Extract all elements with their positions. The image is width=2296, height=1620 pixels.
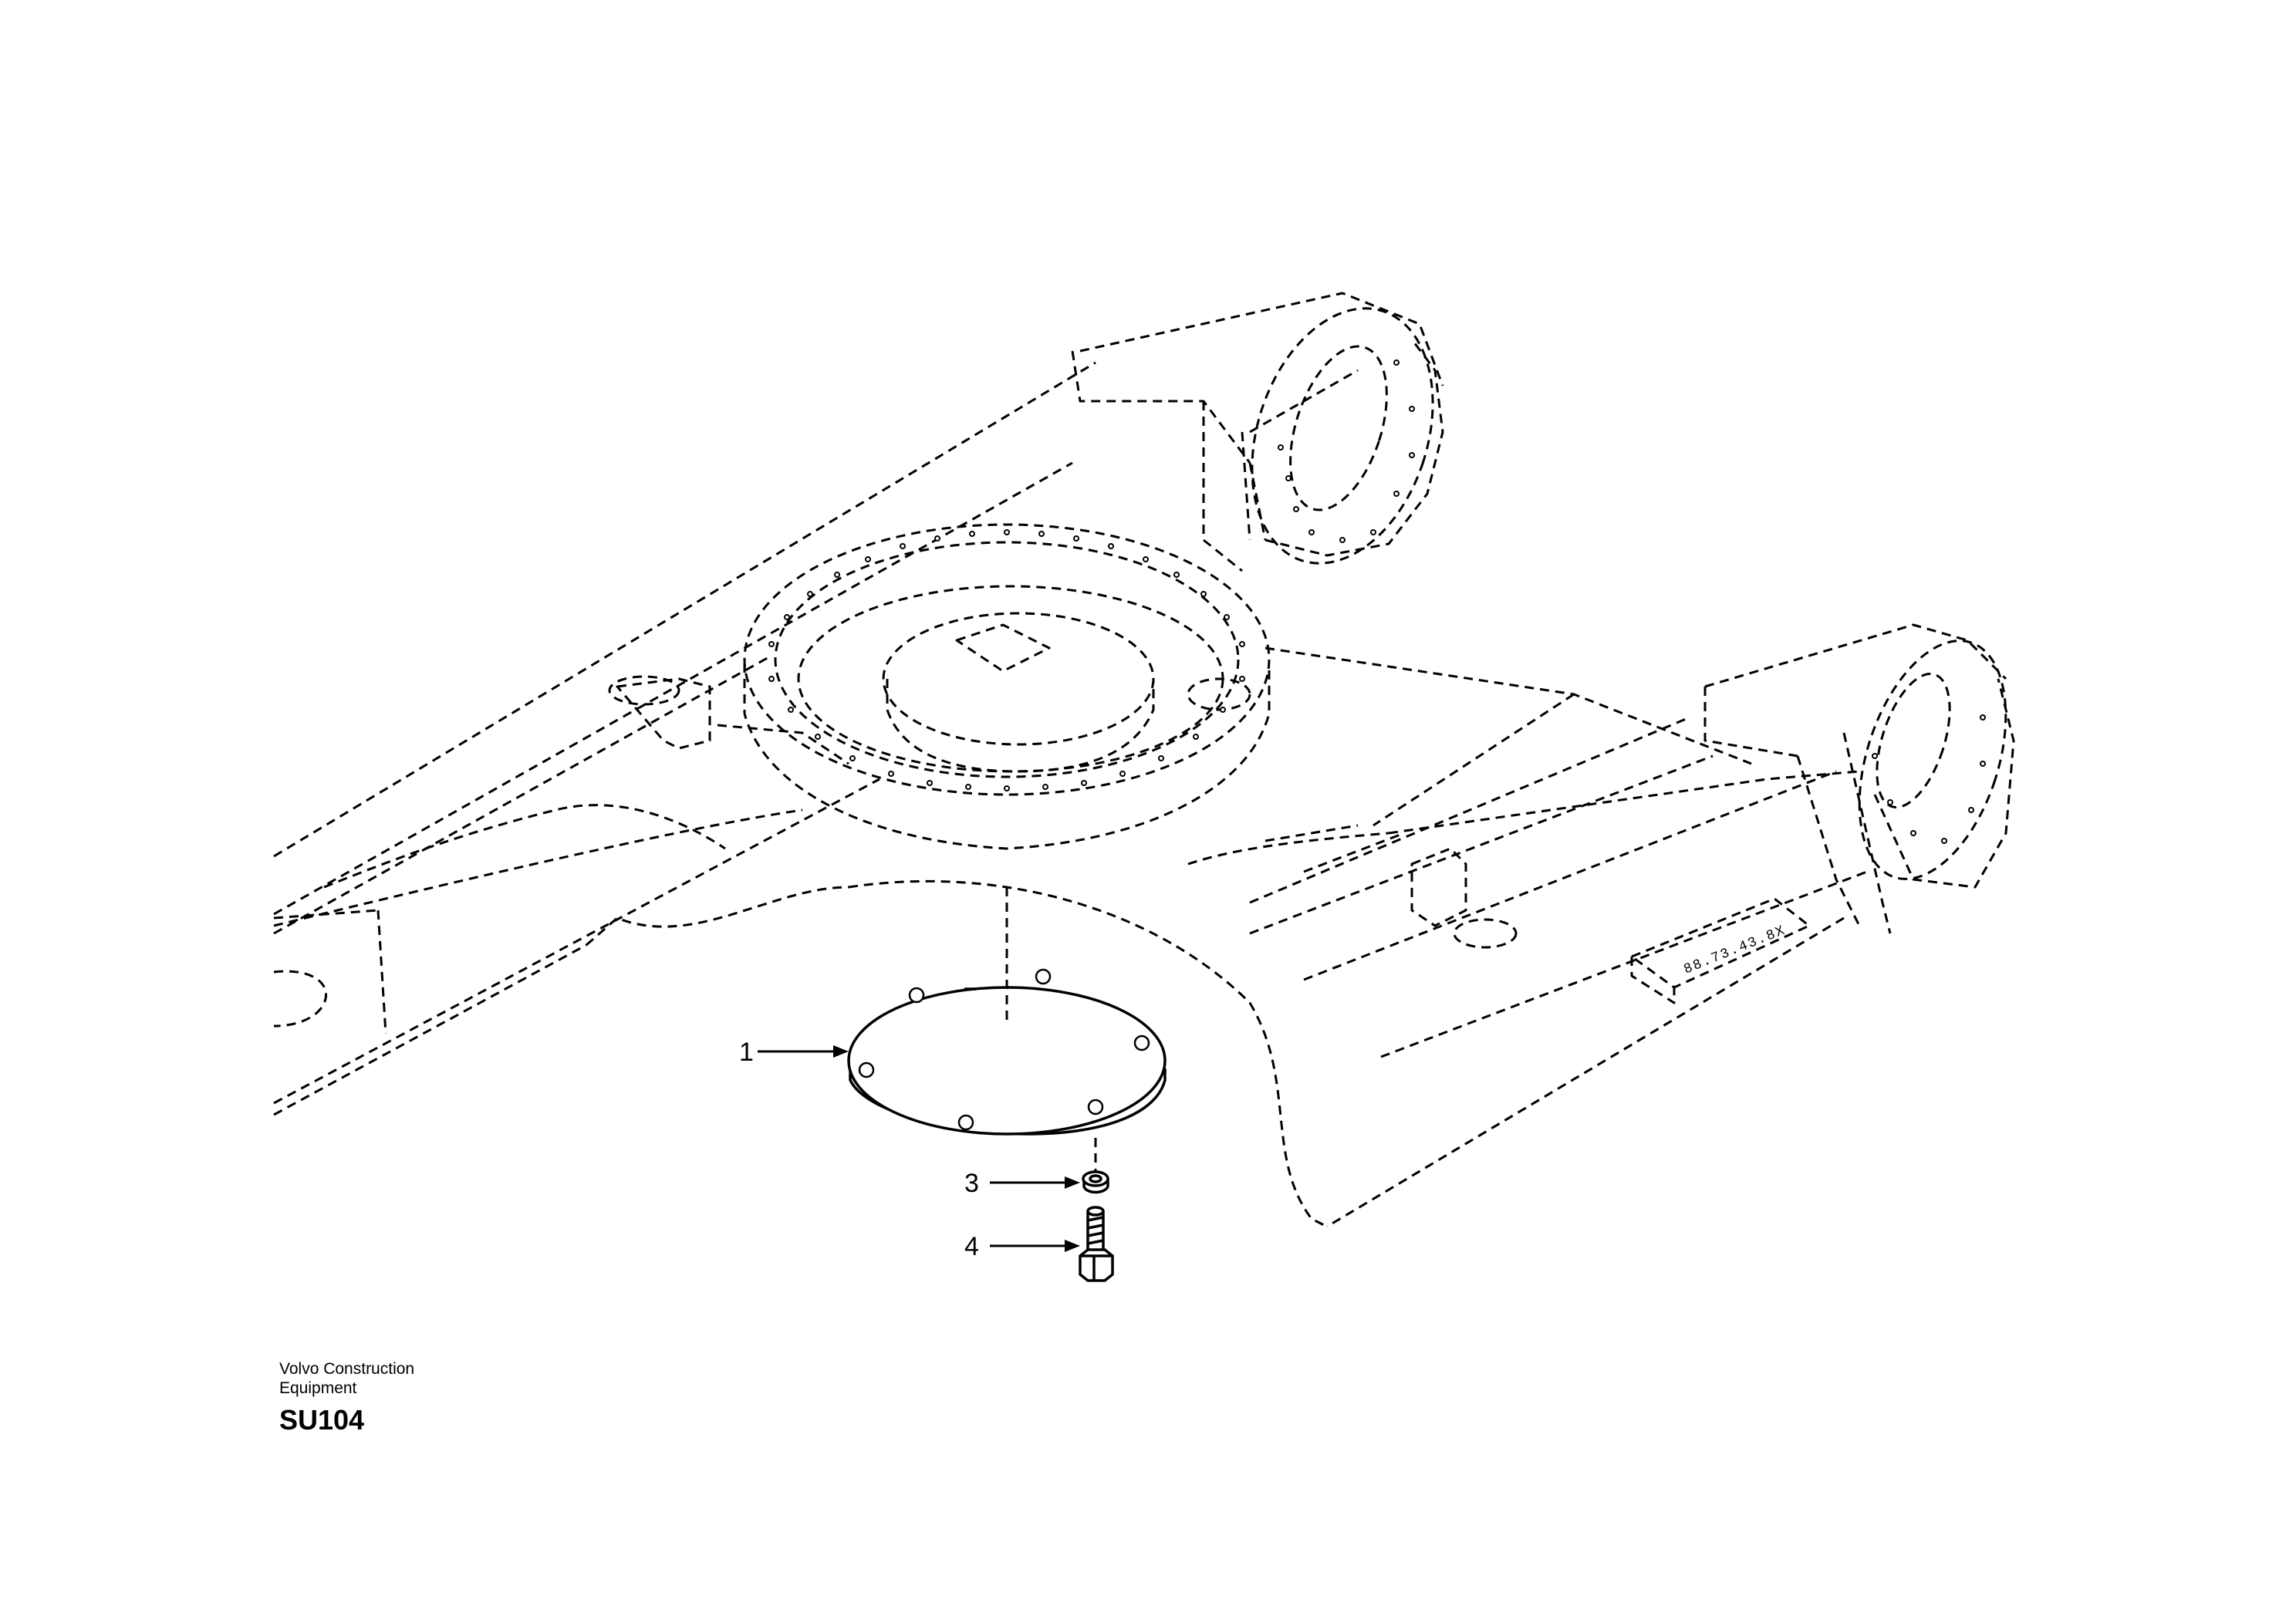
cover-plate-hole — [1133, 1034, 1150, 1051]
drawing-footer: Volvo Construction Equipment SU104 — [279, 1359, 464, 1436]
washer-part — [1082, 1170, 1109, 1194]
cover-plate-hole — [858, 1061, 875, 1078]
cover-plate-hole — [1087, 1099, 1104, 1115]
cover-plate-part — [847, 968, 1167, 1136]
callout-4: 4 — [964, 1232, 1080, 1261]
illustration-code: SU104 — [279, 1404, 365, 1436]
callout-1: 1 — [739, 1038, 849, 1067]
manufacturer-name: Volvo Construction Equipment — [279, 1360, 415, 1397]
cover-plate-hole — [957, 1114, 974, 1131]
slewing-ring — [743, 523, 1271, 850]
cover-plate-hole — [908, 987, 925, 1004]
cover-plate-hole — [1035, 968, 1052, 985]
slewing-ring-bolt-holes — [768, 529, 1245, 791]
bolt-part — [1079, 1206, 1114, 1282]
callout-3: 3 — [964, 1169, 1080, 1198]
callout-label-3: 3 — [964, 1169, 979, 1198]
callout-label-1: 1 — [739, 1038, 754, 1067]
boom-bolt-holes — [1278, 359, 1986, 844]
callout-label-4: 4 — [964, 1232, 979, 1261]
